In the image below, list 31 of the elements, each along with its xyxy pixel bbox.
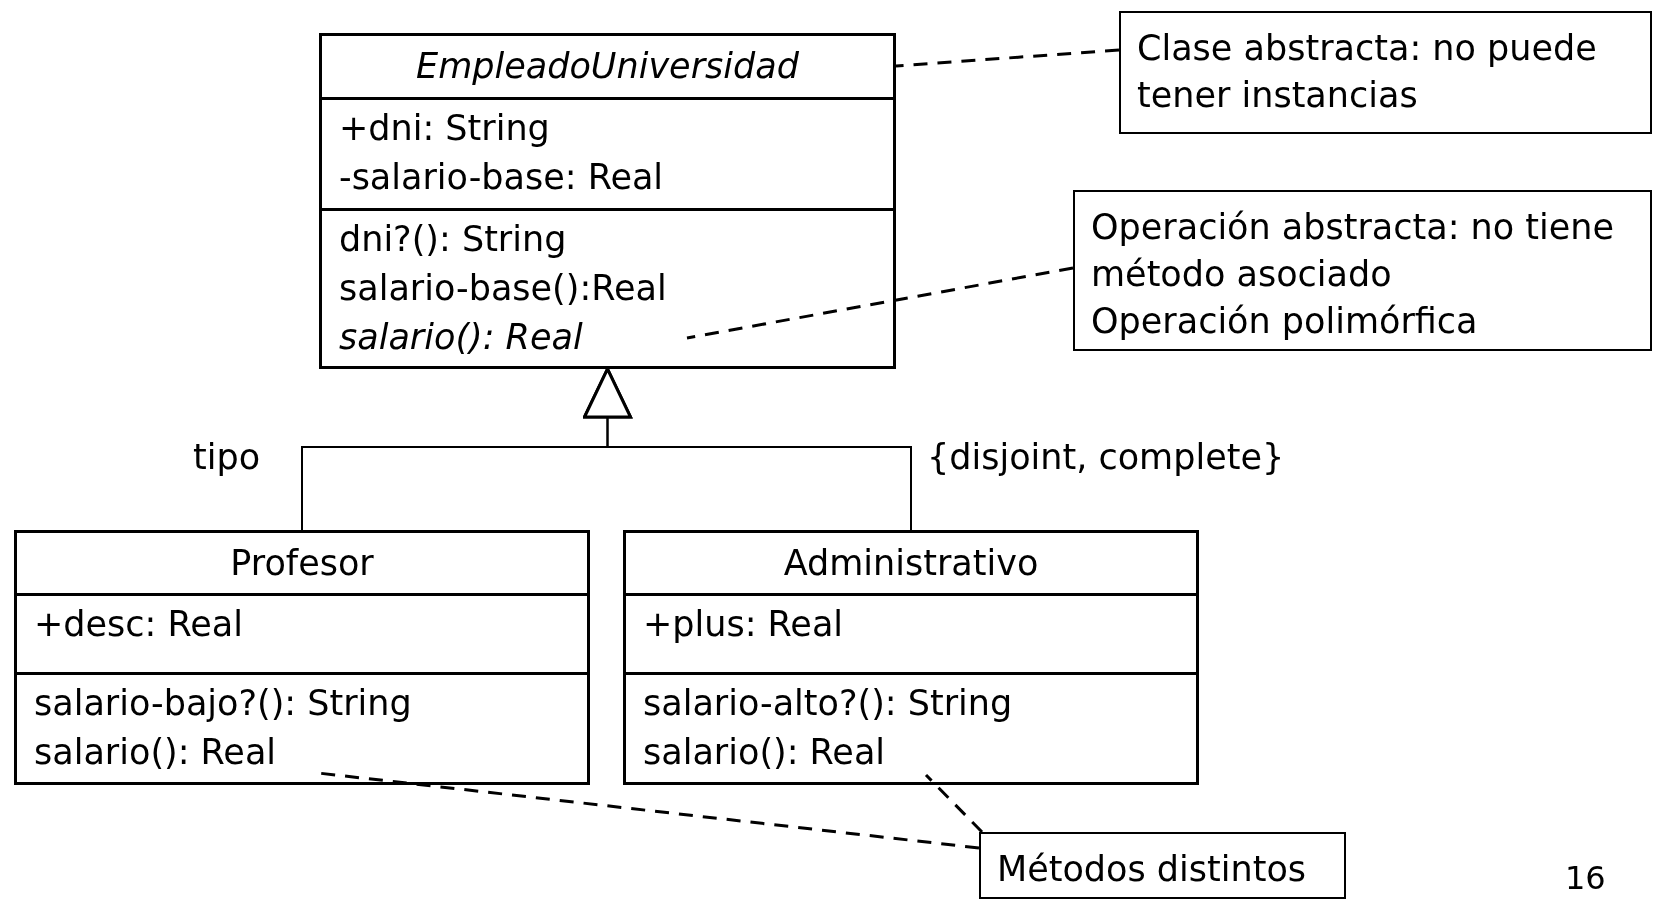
class-name: Profesor: [230, 543, 374, 583]
leader-line: [895, 48, 1120, 68]
operation-text: salario(): Real: [643, 731, 887, 774]
operation-text: salario(): Real: [34, 731, 278, 774]
class-box: [319, 33, 896, 369]
class-name: EmpleadoUniversidad: [416, 46, 799, 86]
operation-text: dni?(): String: [339, 218, 568, 261]
attribute-text: +desc: Real: [34, 603, 244, 646]
note-text: Operación abstracta: no tiene método asociado: [1091, 206, 1616, 296]
leader-line: [924, 773, 984, 834]
note-box: [1073, 190, 1652, 351]
attribute-text: +dni: String: [339, 107, 551, 150]
note-text: Operación polimórfica: [1091, 300, 1479, 343]
class-name: Administrativo: [783, 543, 1039, 583]
discriminator-label: tipo: [193, 437, 261, 477]
operation-text: salario-alto?(): String: [643, 682, 1014, 725]
note-text: Clase abstracta: no puede tener instancias: [1137, 27, 1598, 117]
operation-text: salario-base():Real: [339, 267, 668, 310]
leader-line: [686, 266, 1074, 340]
note-box: [979, 832, 1346, 899]
operation-text: salario-bajo?(): String: [34, 682, 413, 725]
note-box: [1119, 11, 1652, 134]
note-text: Métodos distintos: [997, 848, 1308, 891]
attribute-text: -salario-base: Real: [339, 156, 665, 199]
generalization-arrow: [583, 367, 912, 531]
class-box: [14, 530, 590, 785]
operation-text: salario(): Real: [339, 316, 584, 359]
class-box: [623, 530, 1199, 785]
attribute-text: +plus: Real: [643, 603, 845, 646]
page-number: 16: [1565, 858, 1606, 898]
constraint-label: {disjoint, complete}: [927, 437, 1285, 477]
